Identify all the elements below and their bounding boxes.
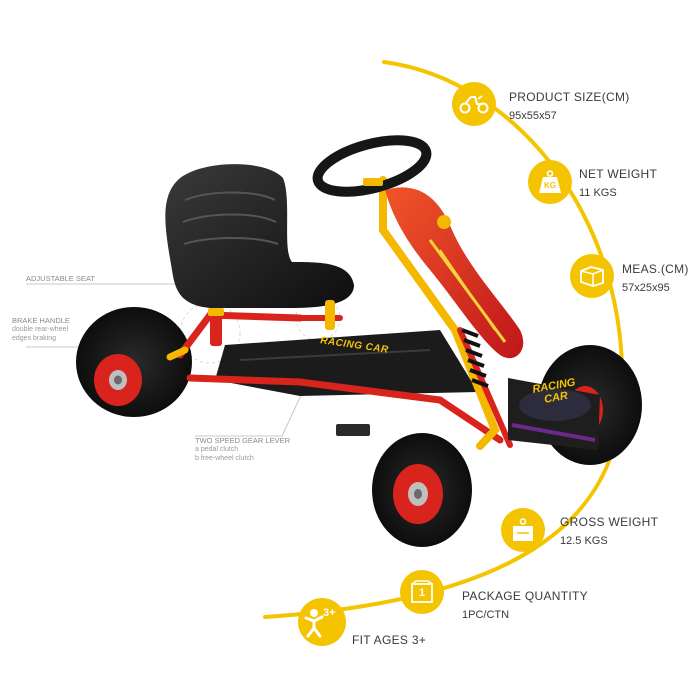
callout-line: double rear-wheel bbox=[12, 326, 69, 333]
spec-label: MEAS.(CM) bbox=[622, 262, 689, 276]
spec-value: 12.5 KGS bbox=[560, 535, 608, 547]
package-badge: 1 bbox=[418, 587, 426, 599]
go-kart-icon bbox=[459, 95, 489, 114]
front-left-wheel bbox=[372, 433, 472, 547]
spec-meas: MEAS.(CM) 57x25x95 bbox=[622, 262, 689, 295]
spec-value: 57x25x95 bbox=[622, 282, 670, 294]
spec-label: GROSS WEIGHT bbox=[560, 515, 659, 529]
spec-value: 11 KGS bbox=[579, 187, 617, 199]
kg-badge: KG bbox=[544, 181, 556, 190]
callout-title: ADJUSTABLE SEAT bbox=[26, 274, 95, 283]
spec-value: 1PC/CTN bbox=[462, 609, 510, 621]
callout-line: a pedal clutch bbox=[195, 446, 239, 453]
seat bbox=[165, 164, 354, 308]
callout-adjustable-seat: ADJUSTABLE SEAT bbox=[26, 274, 95, 283]
spec-label: FIT AGES 3+ bbox=[352, 633, 427, 647]
spec-gross-weight: GROSS WEIGHT 12.5 KGS bbox=[560, 515, 658, 548]
spec-package-quantity: PACKAGE QUANTITY 1PC/CTN bbox=[462, 589, 588, 622]
gear-lever bbox=[325, 300, 335, 330]
brake-handle bbox=[210, 312, 222, 346]
package-one-icon: 1 bbox=[410, 580, 434, 604]
callout-brake-handle: BRAKE HANDLE double rear-wheel edges bra… bbox=[12, 316, 70, 343]
spec-label: PACKAGE QUANTITY bbox=[462, 589, 588, 603]
spec-label: NET WEIGHT bbox=[579, 167, 658, 181]
gross-weight-box-icon bbox=[513, 518, 533, 541]
spec-label: PRODUCT SIZE(CM) bbox=[509, 90, 630, 104]
callout-title: TWO SPEED GEAR LEVER bbox=[195, 436, 291, 445]
pedal bbox=[336, 424, 370, 436]
spec-fit-ages: FIT AGES 3+ bbox=[352, 633, 426, 647]
callout-title: BRAKE HANDLE bbox=[12, 316, 70, 325]
spec-value: 95x55x57 bbox=[509, 110, 557, 122]
spec-net-weight: NET WEIGHT 11 KGS bbox=[579, 167, 657, 200]
callout-gear-lever: TWO SPEED GEAR LEVER a pedal clutch b fr… bbox=[195, 436, 290, 463]
rear-wheel bbox=[76, 307, 192, 417]
age-badge: 3+ bbox=[323, 607, 336, 619]
kg-weight-icon: KG bbox=[537, 170, 563, 194]
steering-wheel bbox=[312, 135, 432, 197]
suspension bbox=[461, 328, 489, 388]
callout-line: edges braking bbox=[12, 335, 56, 342]
carton-box-icon bbox=[580, 266, 604, 287]
callout-line: b free-wheel clutch bbox=[195, 455, 254, 462]
spec-product-size: PRODUCT SIZE(CM) 95x55x57 bbox=[509, 90, 630, 123]
child-age-3plus-icon: 3+ bbox=[304, 605, 340, 639]
